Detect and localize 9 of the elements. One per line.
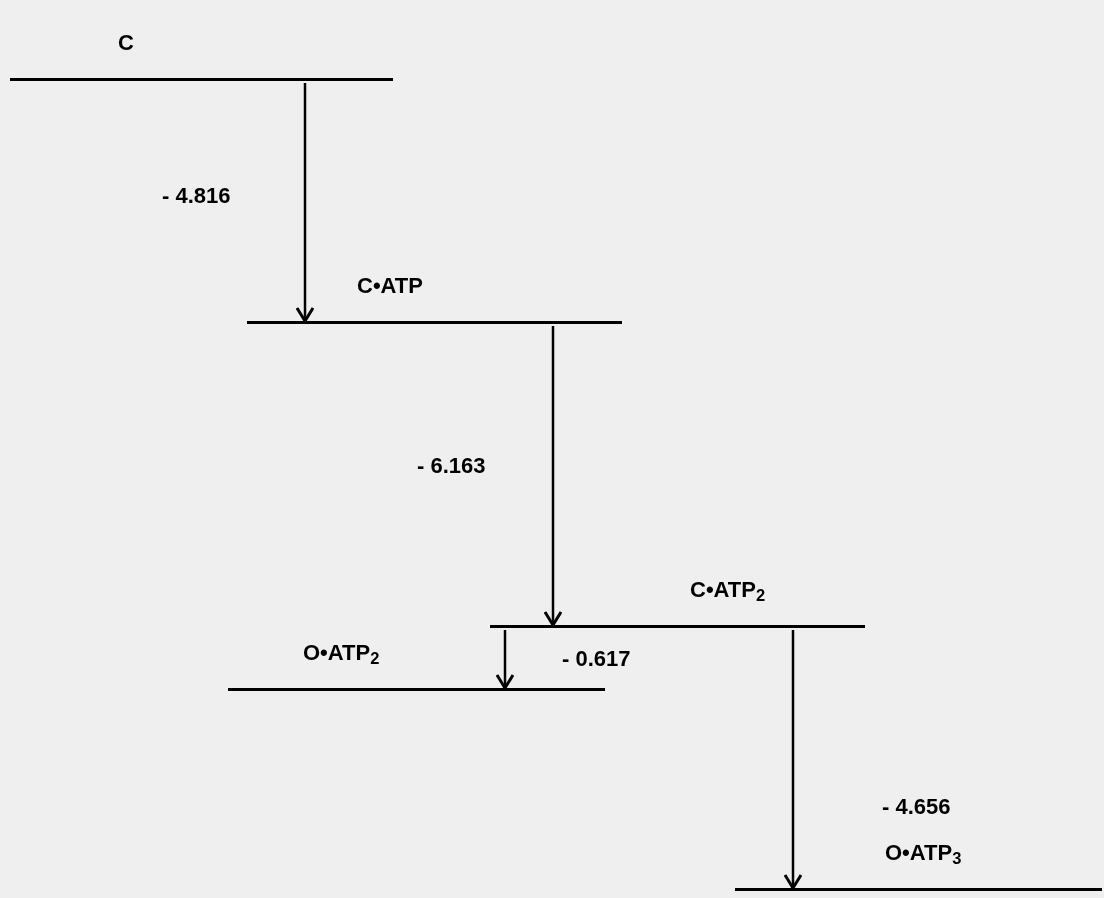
state-label: C•ATP <box>357 275 423 297</box>
arrow <box>783 630 803 890</box>
state-label: O•ATP$_{2}$ <box>303 642 380 664</box>
arrow <box>295 83 315 323</box>
state-label: C•ATP$_{2}$ <box>690 579 766 601</box>
state-label: O•ATP$_{3}$ <box>885 842 962 864</box>
state-label: C <box>118 32 134 54</box>
arrow <box>543 326 563 627</box>
arrow <box>495 630 515 690</box>
